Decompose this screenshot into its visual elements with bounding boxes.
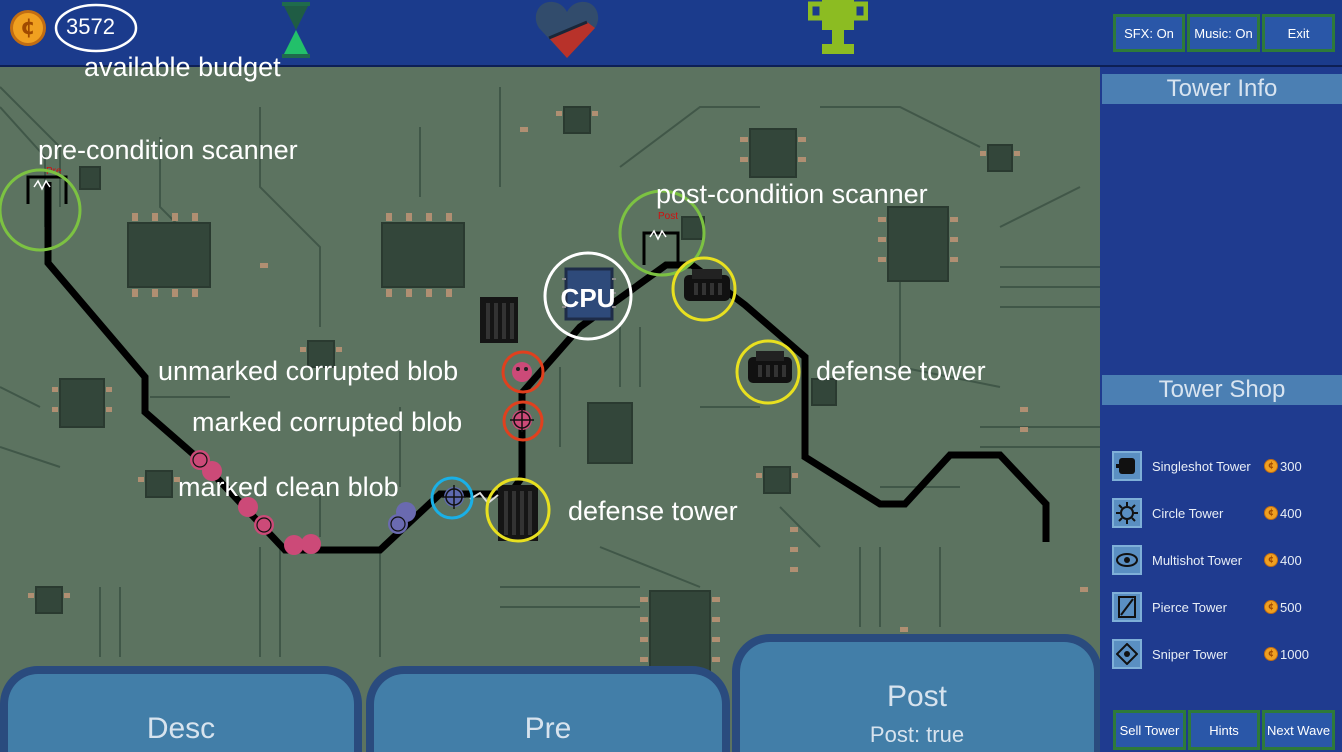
tower-shop-title: Tower Shop [1102, 375, 1342, 405]
annotation-available-budget: available budget [84, 52, 281, 82]
trophy-icon [808, 0, 868, 54]
circle-tower-icon [1112, 498, 1142, 528]
multishot-tower-icon [1112, 545, 1142, 575]
singleshot-tower-icon [1112, 451, 1142, 481]
annotation-pre-scanner: pre-condition scanner [38, 135, 298, 165]
coin-icon: ¢ [1264, 600, 1278, 614]
coin-icon: ¢ [1264, 506, 1278, 520]
defense-tower-top-right[interactable] [684, 269, 730, 301]
annotation-clean-blob: marked clean blob [178, 472, 399, 502]
cpu-label: CPU [561, 283, 616, 313]
desc-panel-title: Desc [146, 712, 216, 745]
marked-corrupted-blob [510, 408, 534, 432]
budget-value: 3572 [66, 14, 115, 39]
hourglass-icon [282, 2, 310, 58]
shop-item-price: 400 [1280, 552, 1302, 568]
coin-icon: ¢ [1264, 647, 1278, 661]
post-panel[interactable]: Post Post: true [732, 634, 1102, 752]
unmarked-corrupted-blob [512, 362, 532, 382]
music-button[interactable]: Music: On [1187, 14, 1260, 52]
defense-tower-bottom[interactable] [469, 485, 538, 541]
marked-clean-blob [442, 485, 466, 509]
sell-tower-button[interactable]: Sell Tower [1113, 710, 1186, 750]
shop-item-pierce[interactable]: Pierce Tower ¢ 500 [1112, 590, 1337, 624]
blob-group-left [190, 450, 416, 555]
shop-item-name: Singleshot Tower [1152, 458, 1251, 474]
pierce-tower-icon [1112, 592, 1142, 622]
pre-panel-title: Pre [524, 712, 572, 745]
shop-item-multishot[interactable]: Multishot Tower ¢ 400 [1112, 543, 1337, 577]
annotation-defense-tower-right: defense tower [816, 356, 986, 386]
annotation-marked-blob: marked corrupted blob [192, 407, 463, 437]
post-condition-scanner: Post [642, 211, 680, 265]
defense-tower-idle[interactable] [480, 297, 518, 343]
post-panel-title: Post [886, 680, 948, 713]
post-panel-value: Post: true [869, 722, 965, 747]
shop-item-price: 500 [1280, 599, 1302, 615]
cpu-chip [562, 267, 616, 321]
shop-item-name: Pierce Tower [1152, 599, 1227, 615]
game-board[interactable]: Pre Post [0, 67, 1100, 752]
tower-info-panel [1102, 107, 1342, 373]
top-hud-bar: ¢ 3572 SFX: On Music: On Exit [0, 0, 1342, 67]
exit-button[interactable]: Exit [1262, 14, 1335, 52]
annotation-unmarked-blob: unmarked corrupted blob [158, 356, 459, 386]
shop-item-sniper[interactable]: Sniper Tower ¢ 1000 [1112, 637, 1337, 671]
shop-item-circle[interactable]: Circle Tower ¢ 400 [1112, 496, 1337, 530]
shop-item-name: Multishot Tower [1152, 552, 1243, 568]
shop-item-singleshot[interactable]: Singleshot Tower ¢ 300 [1112, 449, 1337, 483]
circuit-board: Pre Post [0, 86, 1100, 682]
shop-item-price: 400 [1280, 505, 1302, 521]
sniper-tower-icon [1112, 639, 1142, 669]
sfx-button[interactable]: SFX: On [1113, 14, 1185, 52]
hints-button[interactable]: Hints [1188, 710, 1260, 750]
coin-icon: ¢ [1264, 459, 1278, 473]
defense-tower-right[interactable] [748, 351, 792, 383]
coin-icon: ¢ [1264, 553, 1278, 567]
coin-icon: ¢ [10, 10, 46, 46]
blobs [190, 362, 534, 555]
post-scanner-tag: Post [658, 211, 678, 222]
desc-panel[interactable]: Desc [0, 666, 362, 752]
shop-item-name: Sniper Tower [1152, 646, 1228, 662]
tower-info-title: Tower Info [1102, 74, 1342, 104]
pre-panel[interactable]: Pre [366, 666, 730, 752]
heart-icon [535, 1, 599, 59]
annotation-defense-tower-bottom: defense tower [568, 496, 738, 526]
sidebar: Tower Info Tower Shop Singleshot Tower ¢… [1100, 67, 1342, 752]
annotation-post-scanner: post-condition scanner [656, 179, 928, 209]
shop-item-price: 1000 [1280, 646, 1309, 662]
shop-item-name: Circle Tower [1152, 505, 1224, 521]
shop-item-price: 300 [1280, 458, 1302, 474]
next-wave-button[interactable]: Next Wave [1262, 710, 1335, 750]
